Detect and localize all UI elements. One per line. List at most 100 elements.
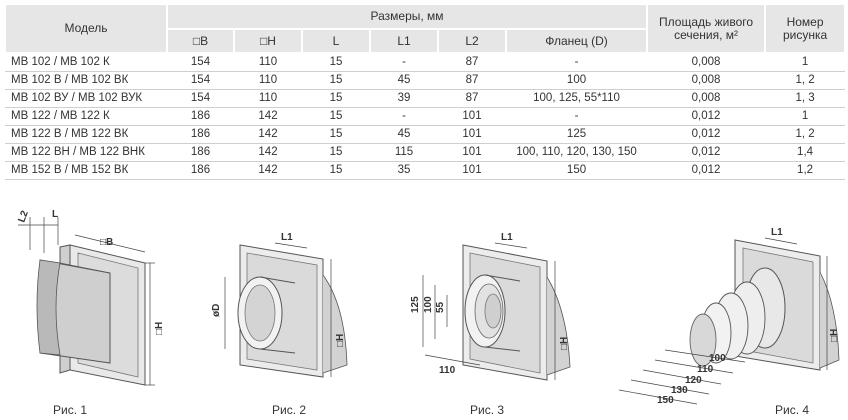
figure-2-caption: Рис. 2 bbox=[272, 403, 307, 417]
table-cell: 100, 110, 120, 130, 150 bbox=[506, 143, 648, 162]
fig2-label-h: □H bbox=[335, 334, 346, 347]
model-cell: МВ 122 / МВ 122 К bbox=[5, 107, 167, 126]
table-cell: 15 bbox=[302, 71, 370, 90]
table-cell: 154 bbox=[167, 89, 234, 108]
figure-2-drawing: L1 øD □H bbox=[211, 232, 348, 378]
table-cell: 0,008 bbox=[647, 89, 766, 108]
table-cell: - bbox=[370, 52, 438, 72]
header-l: L bbox=[301, 28, 371, 54]
table-cell: 87 bbox=[438, 89, 506, 108]
table-cell: 0,012 bbox=[647, 161, 766, 180]
table-cell: 39 bbox=[370, 89, 438, 108]
table-cell: 35 bbox=[370, 161, 438, 180]
header-area-line2: сечения, м² bbox=[674, 27, 739, 42]
figure-1-caption: Рис. 1 bbox=[53, 403, 88, 417]
table-cell: 142 bbox=[234, 107, 302, 126]
figure-4-caption: Рис. 4 bbox=[775, 403, 810, 417]
figure-3: L1 125 100 55 110 □H bbox=[405, 215, 585, 400]
table-cell: 1,2 bbox=[765, 161, 846, 180]
table-cell: 15 bbox=[302, 161, 370, 180]
fig4-label-130: 130 bbox=[671, 385, 688, 396]
table-cell: 15 bbox=[302, 125, 370, 144]
figure-1: L2 L □B □H bbox=[0, 205, 180, 405]
table-cell: 142 bbox=[234, 161, 302, 180]
table-cell: 142 bbox=[234, 143, 302, 162]
table-cell: 154 bbox=[167, 52, 234, 72]
fig1-label-l2: L2 bbox=[16, 209, 30, 224]
table-cell: 87 bbox=[438, 71, 506, 90]
model-cell: МВ 102 ВУ / МВ 102 ВУК bbox=[5, 89, 167, 108]
figure-4-drawing: L1 □H 100 110 120 130 150 bbox=[618, 227, 840, 405]
table-cell: 15 bbox=[302, 107, 370, 126]
fig2-label-l1: L1 bbox=[281, 232, 293, 243]
model-cell: МВ 122 В / МВ 122 ВК bbox=[5, 125, 167, 144]
header-model: Модель bbox=[4, 3, 168, 54]
table-cell: 1 bbox=[765, 52, 846, 72]
figure-2: L1 øD □H bbox=[205, 215, 365, 400]
table-cell: 0,012 bbox=[647, 143, 766, 162]
table-cell: 101 bbox=[438, 125, 506, 144]
table-cell: 142 bbox=[234, 125, 302, 144]
fig3-label-55: 55 bbox=[435, 301, 446, 313]
table-cell: 1, 3 bbox=[765, 89, 846, 108]
table-cell: 186 bbox=[167, 107, 234, 126]
table-cell: - bbox=[370, 107, 438, 126]
table-cell: 110 bbox=[234, 89, 302, 108]
table-cell: 101 bbox=[438, 107, 506, 126]
model-cell: МВ 152 В / МВ 152 ВК bbox=[5, 161, 167, 180]
table-cell: 15 bbox=[302, 52, 370, 72]
fig1-label-l: L bbox=[52, 209, 58, 220]
table-cell: 100 bbox=[506, 71, 648, 90]
fig4-label-120: 120 bbox=[685, 375, 702, 386]
table-cell: 0,008 bbox=[647, 71, 766, 90]
figure-1-drawing: L2 L □B □H bbox=[16, 209, 165, 386]
fig3-label-h: □H bbox=[559, 337, 570, 350]
table-cell: 15 bbox=[302, 89, 370, 108]
table-cell: 0,012 bbox=[647, 107, 766, 126]
header-l2: L2 bbox=[437, 28, 507, 54]
fig3-label-125: 125 bbox=[410, 296, 421, 313]
table-cell: 1,4 bbox=[765, 143, 846, 162]
header-figure-line1: Номер bbox=[786, 14, 824, 29]
table-cell: 101 bbox=[438, 143, 506, 162]
header-area: Площадь живого сечения, м² bbox=[646, 3, 767, 54]
spec-table: Модель Размеры, мм Площадь живого сечени… bbox=[4, 3, 847, 180]
header-h: □H bbox=[233, 28, 303, 54]
fig3-label-l1: L1 bbox=[501, 232, 513, 243]
table-cell: 125 bbox=[506, 125, 648, 144]
header-figure-line2: рисунка bbox=[782, 27, 828, 42]
table-cell: 186 bbox=[167, 143, 234, 162]
fig3-label-110: 110 bbox=[439, 365, 456, 376]
header-b: □B bbox=[166, 28, 235, 54]
model-cell: МВ 102 В / МВ 102 ВК bbox=[5, 71, 167, 90]
header-figure: Номер рисунка bbox=[764, 3, 847, 54]
figure-3-drawing: L1 125 100 55 110 □H bbox=[410, 232, 571, 381]
table-cell: 0,012 bbox=[647, 125, 766, 144]
table-cell: 45 bbox=[370, 125, 438, 144]
model-cell: МВ 102 / МВ 102 К bbox=[5, 52, 167, 72]
figure-3-caption: Рис. 3 bbox=[470, 403, 505, 417]
table-cell: 186 bbox=[167, 125, 234, 144]
table-cell: 101 bbox=[438, 161, 506, 180]
table-cell: 45 bbox=[370, 71, 438, 90]
fig4-label-150: 150 bbox=[657, 395, 674, 405]
fig4-label-h: □H bbox=[829, 329, 840, 342]
fig3-label-100: 100 bbox=[423, 296, 434, 313]
table-cell: 1, 2 bbox=[765, 71, 846, 90]
table-cell: 1 bbox=[765, 107, 846, 126]
table-cell: 100, 125, 55*110 bbox=[506, 89, 648, 108]
header-dimensions: Размеры, мм bbox=[165, 3, 649, 30]
table-cell: 87 bbox=[438, 52, 506, 72]
table-cell: - bbox=[506, 52, 648, 72]
figure-4: L1 □H 100 110 120 130 150 bbox=[615, 210, 845, 405]
table-cell: 0,008 bbox=[647, 52, 766, 72]
fig4-label-l1: L1 bbox=[771, 227, 783, 238]
